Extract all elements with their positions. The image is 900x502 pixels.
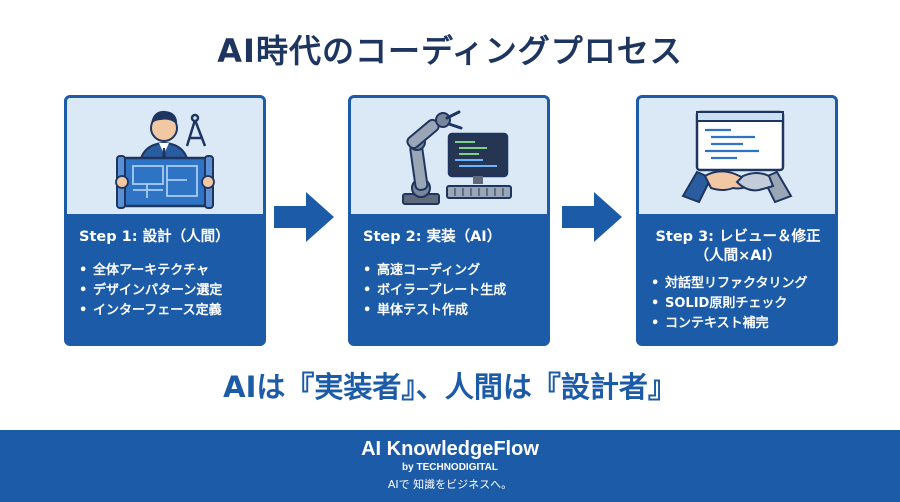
step-3-title-line-1: Step 3: レビュー＆修正 <box>655 229 821 245</box>
list-item: コンテキスト補完 <box>651 314 825 334</box>
step-2-title: Step 2: 実装（AI） <box>363 229 502 245</box>
list-item: 高速コーディング <box>363 261 537 281</box>
list-item: ボイラープレート生成 <box>363 281 537 301</box>
step-2-illustration <box>351 98 547 214</box>
tagline: AIは『実装者』、人間は『設計者』 <box>223 370 677 404</box>
step-2-card: Step 2: 実装（AI） 高速コーディング ボイラープレート生成 単体テスト… <box>348 95 550 346</box>
list-item: デザインパターン選定 <box>79 281 253 301</box>
robot-arm-computer-icon <box>402 110 512 205</box>
list-item: 単体テスト作成 <box>363 301 537 321</box>
footer-slogan: AIで 知識をビジネスへ。 <box>387 478 513 491</box>
page-title: AI時代のコーディングプロセス <box>217 32 683 70</box>
list-item: インターフェース定義 <box>79 301 253 321</box>
step-1-title: Step 1: 設計（人間） <box>79 229 230 245</box>
handshake-code-icon <box>681 110 793 204</box>
arrow-right-icon <box>562 192 622 242</box>
footer-banner: AI KnowledgeFlow by TECHNODIGITAL AIで 知識… <box>0 430 900 502</box>
list-item: SOLID原則チェック <box>651 294 825 314</box>
step-3-title-line-2: （人間×AI） <box>694 248 782 264</box>
step-2-bullet-list: 高速コーディング ボイラープレート生成 単体テスト作成 <box>363 261 537 321</box>
step-1-bullet-list: 全体アーキテクチャ デザインパターン選定 インターフェース定義 <box>79 261 253 321</box>
step-3-card: Step 3: レビュー＆修正 （人間×AI） 対話型リファクタリング SOLI… <box>636 95 838 346</box>
footer-byline: by TECHNODIGITAL <box>402 462 498 473</box>
step-3-title: Step 3: レビュー＆修正 （人間×AI） <box>651 228 825 266</box>
step-3-illustration <box>639 98 835 214</box>
step-1-illustration <box>67 98 263 214</box>
step-3-bullet-list: 対話型リファクタリング SOLID原則チェック コンテキスト補完 <box>651 274 825 334</box>
architect-with-blueprint-icon <box>115 110 215 209</box>
arrow-right-icon <box>274 192 334 242</box>
footer-brand: AI KnowledgeFlow <box>361 438 539 460</box>
list-item: 対話型リファクタリング <box>651 274 825 294</box>
step-1-card: Step 1: 設計（人間） 全体アーキテクチャ デザインパターン選定 インター… <box>64 95 266 346</box>
list-item: 全体アーキテクチャ <box>79 261 253 281</box>
